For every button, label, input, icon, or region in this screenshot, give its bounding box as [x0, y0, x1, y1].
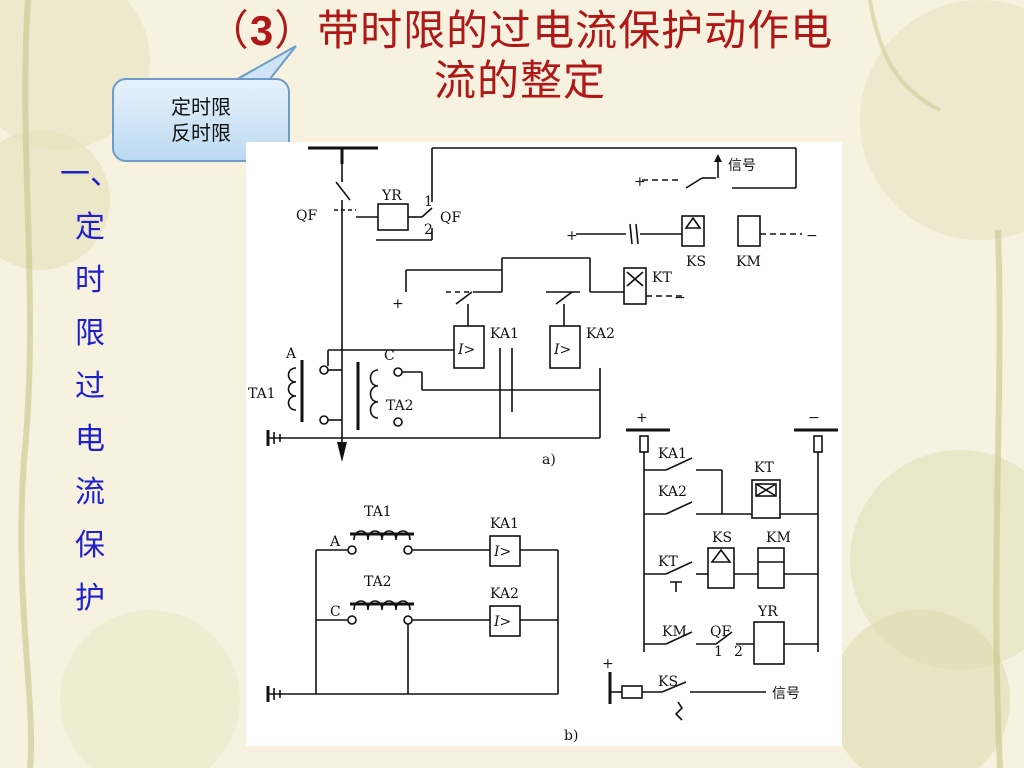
minus-1: −: [806, 228, 818, 244]
ka1-label-a: KA1: [490, 326, 519, 342]
yr-label-b: YR: [757, 604, 778, 620]
callout-line-1: 定时限: [171, 95, 231, 119]
side-heading: 一、 定 时 限 过 电 流 保 护: [60, 148, 120, 625]
side-heading-char: 时: [75, 263, 105, 298]
title-line-2: 流的整定: [433, 56, 606, 105]
km-label-a: KM: [736, 254, 761, 270]
kt-label-b: KT: [754, 460, 774, 476]
ka1-contact-label: KA1: [658, 446, 687, 462]
phase-c-label-b: C: [330, 604, 341, 620]
yr-terminal-1: 1: [424, 194, 433, 210]
side-heading-char: 过: [75, 369, 105, 404]
side-heading-char: 保: [75, 528, 105, 563]
kt-label-a: KT: [652, 270, 672, 286]
ks-contact-label: KS: [658, 674, 678, 690]
slide-title: （3）带时限的过电流保护动作电 流的整定: [120, 6, 920, 106]
side-heading-char: 限: [75, 316, 105, 351]
yr-terminal-2: 2: [424, 222, 433, 238]
ks-label-b: KS: [712, 530, 732, 546]
side-heading-char: 定: [75, 210, 105, 245]
ka2-contact-label: KA2: [658, 484, 687, 500]
side-heading-char: 护: [75, 581, 105, 616]
ka2-label-a: KA2: [586, 326, 615, 342]
signal-label-a: 信号: [728, 158, 756, 174]
ka1-label-b: KA1: [490, 516, 519, 532]
title-line-1: （3）带时限的过电流保护动作电: [206, 6, 834, 55]
km-contact-label: KM: [662, 624, 687, 640]
km-label-b: KM: [766, 530, 791, 546]
phase-a-label-b: A: [329, 534, 341, 550]
plus-3: +: [392, 296, 404, 312]
ka2-label-b: KA2: [490, 586, 519, 602]
ka2-symbol-a: I>: [553, 342, 571, 358]
ta2-label-b: TA2: [364, 574, 392, 590]
yr-label: YR: [381, 188, 402, 204]
side-heading-char: 电: [75, 422, 105, 457]
plus-bus: +: [636, 410, 648, 426]
minus-2: −: [674, 290, 686, 306]
ks-label-a: KS: [686, 254, 706, 270]
caption-b: b): [564, 728, 578, 744]
kt-contact-label: KT: [658, 554, 678, 570]
plus-1: +: [634, 174, 646, 190]
ta1-label-b: TA1: [364, 504, 392, 520]
ka1-symbol-a: I>: [457, 342, 475, 358]
circuit-diagram: QF YR 1 2 QF + 信号 + KS KM −: [246, 142, 842, 746]
qf-b-terminal-1: 1: [714, 644, 723, 660]
side-heading-char: 一、: [60, 157, 120, 192]
callout-line-2: 反时限: [171, 121, 231, 145]
ka1-symbol-b: I>: [493, 544, 511, 560]
side-heading-char: 流: [75, 475, 105, 510]
qf-b-terminal-2: 2: [734, 644, 743, 660]
phase-c-label: C: [384, 348, 395, 364]
ka2-symbol-b: I>: [493, 614, 511, 630]
qf-contact-label: QF: [440, 210, 461, 226]
ta2-label-a: TA2: [386, 398, 414, 414]
qf-label: QF: [296, 208, 317, 224]
caption-a: a): [542, 452, 556, 468]
phase-a-label: A: [285, 346, 297, 362]
ta1-label-a: TA1: [248, 386, 276, 402]
plus-2: +: [566, 228, 578, 244]
minus-bus: −: [808, 410, 820, 426]
plus-signal: +: [602, 656, 614, 672]
signal-label-b: 信号: [772, 686, 800, 702]
qf-contact-label-b: QF: [710, 624, 731, 640]
